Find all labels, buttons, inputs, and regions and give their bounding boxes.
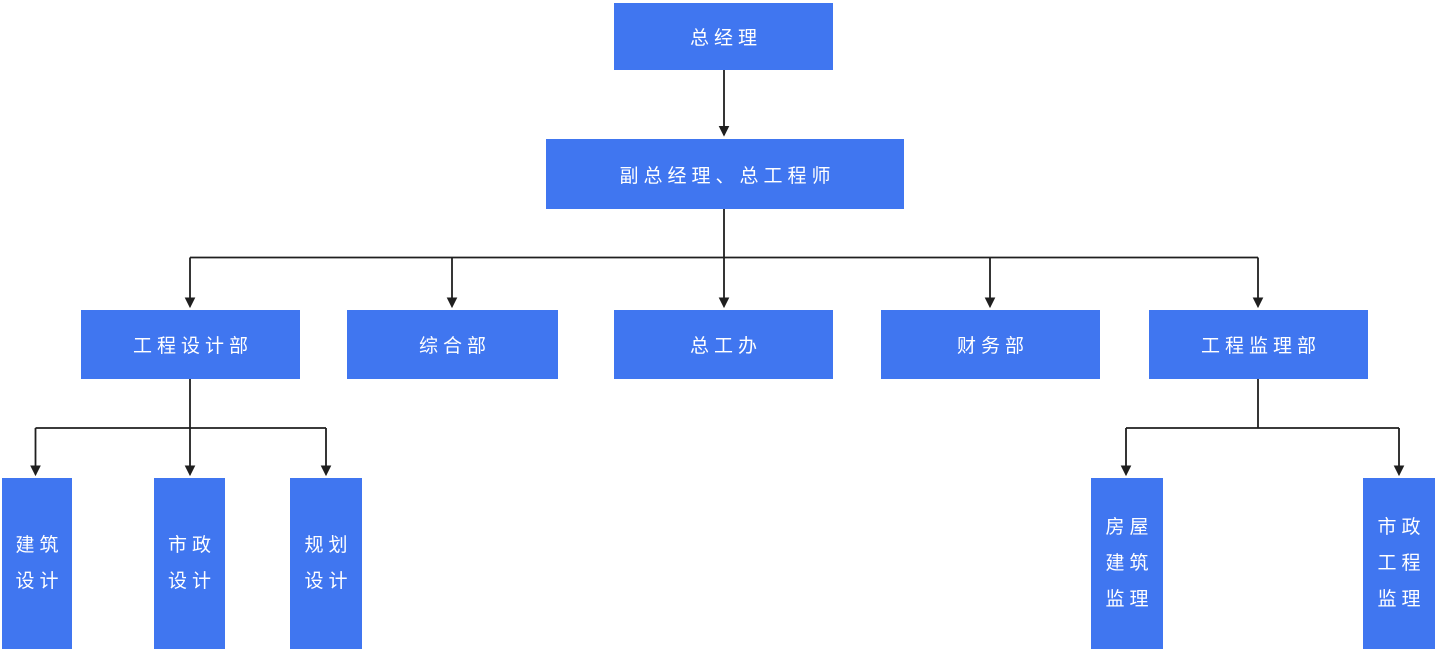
node-line: 市政 (167, 534, 216, 556)
node-line: 房屋 (1105, 516, 1154, 538)
node-line: 监理 (1377, 588, 1426, 610)
node-municipal-engineering-supervision: 市政 工程 监理 (1363, 478, 1435, 649)
node-municipal-design: 市政 设计 (154, 478, 225, 649)
node-engineering-supervision-dept: 工程监理部 (1149, 310, 1368, 379)
node-line: 市政 (1377, 516, 1426, 538)
node-line: 设计 (15, 570, 64, 592)
node-line: 规划 (304, 534, 353, 556)
node-engineering-design-dept: 工程设计部 (81, 310, 300, 379)
node-line: 设计 (167, 570, 216, 592)
node-finance-dept: 财务部 (881, 310, 1100, 379)
node-line: 工程 (1377, 552, 1426, 574)
node-chief-engineer-office: 总工办 (614, 310, 833, 379)
node-general-affairs-dept: 综合部 (347, 310, 558, 379)
node-general-manager: 总经理 (614, 3, 833, 70)
node-planning-design: 规划 设计 (290, 478, 362, 649)
node-deputy-gm-chief-engineer: 副总经理、总工程师 (546, 139, 904, 209)
node-architectural-design: 建筑 设计 (2, 478, 72, 649)
node-line: 监理 (1105, 588, 1154, 610)
node-housing-construction-supervision: 房屋 建筑 监理 (1091, 478, 1163, 649)
node-line: 建筑 (15, 534, 64, 556)
node-line: 建筑 (1105, 552, 1154, 574)
node-line: 设计 (304, 570, 353, 592)
